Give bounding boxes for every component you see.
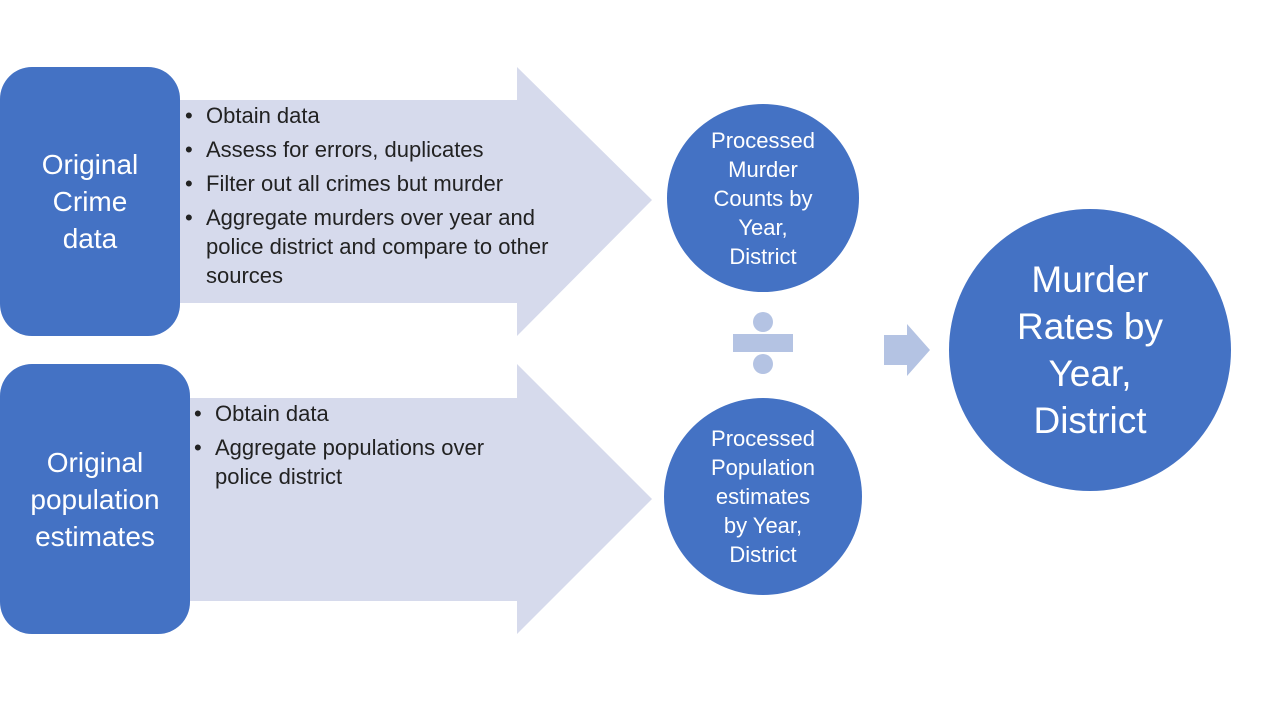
bullet-icon: • <box>185 103 193 128</box>
circle-line: Murder <box>728 156 798 182</box>
circle-line: by Year, <box>723 513 803 538</box>
crime-box-line: Crime <box>52 186 128 217</box>
list-item: • Obtain data <box>191 399 531 428</box>
list-item: • Filter out all crimes but murder <box>182 169 562 198</box>
crime-box-line: Original <box>41 149 139 180</box>
circle-line: Year, <box>738 214 788 240</box>
list-item: • Aggregate murders over year and police … <box>182 203 562 290</box>
list-item: • Aggregate populations over police distr… <box>191 433 531 491</box>
circle-line: estimates <box>715 484 811 509</box>
result-line: Murder <box>1031 259 1149 300</box>
circle-line: Processed <box>711 426 815 451</box>
original-population-estimates-box: Original population estimates <box>0 364 190 634</box>
step-text: Obtain data <box>215 401 329 426</box>
murder-rates-result-circle: Murder Rates by Year, District <box>949 209 1231 491</box>
crime-box-line: data <box>62 223 118 254</box>
population-box-line: population <box>30 483 160 515</box>
circle-line: Counts by <box>713 185 813 211</box>
step-text: Aggregate murders over year and police d… <box>206 205 549 288</box>
result-arrow-icon <box>884 324 930 376</box>
crime-steps-list: • Obtain data • Assess for errors, duplic… <box>182 101 562 295</box>
list-item: • Obtain data <box>182 101 562 130</box>
list-item: • Assess for errors, duplicates <box>182 135 562 164</box>
step-text: Filter out all crimes but murder <box>206 171 504 196</box>
circle-line: Processed <box>711 127 815 153</box>
bullet-icon: • <box>194 401 202 426</box>
population-box-line: Original <box>46 446 144 478</box>
step-text: Aggregate populations over police distri… <box>215 435 485 489</box>
result-line: Year, <box>1048 353 1132 394</box>
circle-line: District <box>729 542 797 567</box>
bullet-icon: • <box>185 171 193 196</box>
population-steps-list: • Obtain data • Aggregate populations over… <box>191 399 531 496</box>
result-line: Rates by <box>1016 306 1163 347</box>
divide-icon <box>733 312 793 374</box>
original-crime-data-box: Original Crime data <box>0 67 180 336</box>
processed-population-estimates-circle: Processed Population estimates by Year, … <box>664 398 862 595</box>
step-text: Assess for errors, duplicates <box>206 137 484 162</box>
result-line: District <box>1033 400 1147 441</box>
processed-murder-counts-circle: Processed Murder Counts by Year, Distric… <box>667 104 859 292</box>
step-text: Obtain data <box>206 103 320 128</box>
circle-line: Population <box>711 455 815 480</box>
bullet-icon: • <box>194 435 202 460</box>
crime-process-arrow <box>175 67 652 336</box>
population-process-arrow <box>185 364 652 634</box>
circle-line: District <box>729 243 797 269</box>
population-box-line: estimates <box>35 520 155 552</box>
bullet-icon: • <box>185 137 193 162</box>
bullet-icon: • <box>185 205 193 230</box>
